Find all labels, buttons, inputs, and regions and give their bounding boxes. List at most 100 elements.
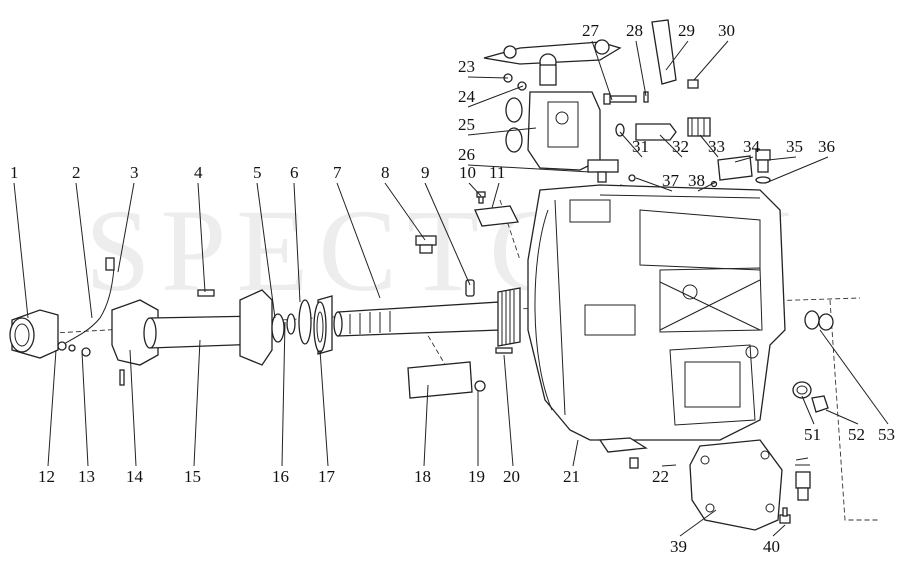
callout-number: 21 xyxy=(563,467,580,486)
callout-24: 24 xyxy=(458,85,524,108)
leader-line xyxy=(679,509,717,537)
callout-26: 26 xyxy=(458,145,591,173)
callout-52: 52 xyxy=(825,409,865,444)
leader-line xyxy=(281,321,286,467)
leader-line xyxy=(75,182,93,319)
gearbox-housing xyxy=(527,184,786,469)
shift-tower-25 xyxy=(505,91,601,171)
leader-line xyxy=(468,182,482,197)
pto-cover-39 xyxy=(689,439,783,531)
leader-line xyxy=(467,85,524,108)
leader-line xyxy=(81,351,89,467)
pin-8 xyxy=(415,235,437,254)
callout-number: 18 xyxy=(414,467,431,486)
callout-number: 30 xyxy=(718,21,735,40)
release-bearing xyxy=(9,309,59,359)
callout-3: 3 xyxy=(117,163,139,273)
leader-line xyxy=(699,134,719,158)
plug-37 xyxy=(628,174,636,182)
callout-number: 26 xyxy=(458,145,475,164)
callout-13: 13 xyxy=(78,351,95,486)
callout-4: 4 xyxy=(194,163,206,293)
callout-number: 9 xyxy=(421,163,430,182)
lubrication-hose xyxy=(57,257,115,357)
leader-line xyxy=(801,395,815,425)
callout-8: 8 xyxy=(381,163,426,241)
callout-number: 13 xyxy=(78,467,95,486)
callout-16: 16 xyxy=(272,321,289,486)
callout-number: 17 xyxy=(318,467,336,486)
callout-number: 22 xyxy=(652,467,669,486)
leader-line xyxy=(572,439,579,467)
screw-19 xyxy=(474,380,486,392)
callout-17: 17 xyxy=(318,349,336,486)
callout-29: 29 xyxy=(665,21,695,71)
callout-number: 23 xyxy=(458,57,475,76)
callout-19: 19 xyxy=(468,390,485,486)
leader-line xyxy=(193,339,201,467)
callout-22: 22 xyxy=(652,464,677,486)
axis-line-right xyxy=(829,299,880,521)
callout-14: 14 xyxy=(126,349,144,486)
callout-53: 53 xyxy=(819,329,895,444)
leader-line xyxy=(47,349,57,467)
callout-7: 7 xyxy=(333,163,381,299)
callout-number: 10 xyxy=(459,163,476,182)
leader-line xyxy=(661,464,677,467)
callout-11: 11 xyxy=(489,163,505,209)
connector-33 xyxy=(687,117,711,137)
callout-21: 21 xyxy=(563,439,580,486)
leader-line xyxy=(491,182,500,209)
leader-line xyxy=(767,156,797,161)
callout-9: 9 xyxy=(421,163,471,286)
callout-number: 20 xyxy=(503,467,520,486)
plug-52 xyxy=(811,395,829,413)
label-plate-34 xyxy=(717,155,753,181)
callout-39: 39 xyxy=(670,509,717,556)
callout-number: 29 xyxy=(678,21,695,40)
bolt-40 xyxy=(779,507,791,524)
callout-number: 31 xyxy=(632,137,649,156)
callout-28: 28 xyxy=(626,21,647,97)
leader-line xyxy=(772,524,786,537)
callout-number: 2 xyxy=(72,163,81,182)
leader-line xyxy=(503,354,514,467)
breather-fitting xyxy=(795,457,811,501)
leader-line xyxy=(697,181,717,192)
sensor-35 xyxy=(755,149,771,173)
callout-number: 36 xyxy=(818,137,835,156)
oring-31 xyxy=(615,123,625,137)
callout-number: 35 xyxy=(786,137,803,156)
screw-10 xyxy=(476,191,486,204)
leader-line xyxy=(423,384,429,467)
callout-number: 33 xyxy=(708,137,725,156)
callout-number: 25 xyxy=(458,115,475,134)
callout-number: 11 xyxy=(489,163,505,182)
bolt-27 xyxy=(603,93,637,105)
shift-shaft-26 xyxy=(587,159,619,183)
callout-number: 39 xyxy=(670,537,687,556)
leader-line xyxy=(619,131,643,158)
callout-number: 40 xyxy=(763,537,780,556)
callout-number: 7 xyxy=(333,163,342,182)
seal-ring-5 xyxy=(271,313,285,343)
callout-12: 12 xyxy=(38,349,57,486)
callout-20: 20 xyxy=(503,354,520,486)
callout-number: 24 xyxy=(458,87,476,106)
leader-line xyxy=(13,182,29,319)
input-bearing-17 xyxy=(313,295,333,355)
callout-number: 27 xyxy=(582,21,600,40)
leader-line xyxy=(197,182,206,293)
callout-32: 32 xyxy=(659,134,689,158)
callout-34: 34 xyxy=(734,137,761,163)
callout-number: 34 xyxy=(743,137,761,156)
callout-number: 28 xyxy=(626,21,643,40)
callout-2: 2 xyxy=(72,163,93,319)
leader-line xyxy=(635,177,673,192)
leader-line xyxy=(319,349,329,467)
leader-line xyxy=(767,156,829,183)
callout-number: 51 xyxy=(804,425,821,444)
callout-number: 32 xyxy=(672,137,689,156)
